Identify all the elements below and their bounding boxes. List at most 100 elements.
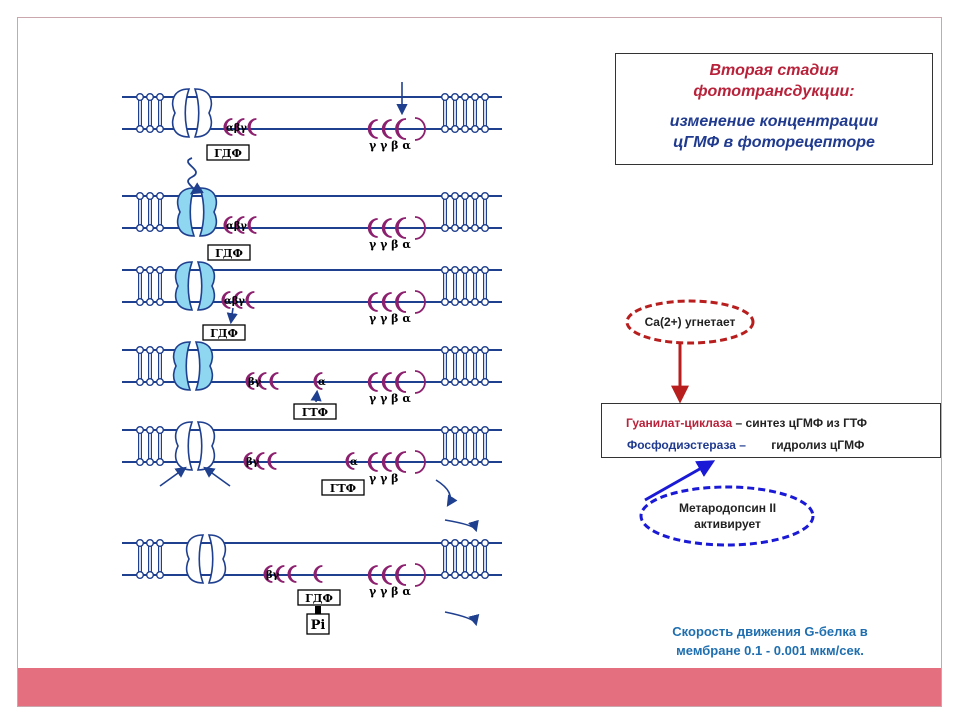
pde-subunit-label: γ γ β α — [369, 139, 411, 152]
nucleotide-label: ГДФ — [305, 592, 333, 605]
nucleotide-box — [321, 479, 365, 496]
subunit-shape — [367, 119, 378, 139]
subunit-shape — [275, 565, 285, 583]
subunit-shape — [395, 564, 407, 586]
subunit-shape — [395, 291, 407, 313]
pde-alpha-shape — [414, 563, 426, 587]
subunit-shape — [367, 372, 378, 392]
subunit-shape — [233, 291, 243, 309]
flow-arrow — [444, 611, 480, 627]
rhodopsin-left-half — [174, 421, 194, 471]
nucleotide-box — [202, 324, 246, 341]
speed-note: Скорость движения G-белка в мембране 0.1… — [620, 622, 920, 660]
rhodopsin-right-half — [196, 421, 216, 471]
subunit-shape — [367, 452, 378, 472]
g-protein-label: αβγ — [226, 123, 247, 134]
subunit-shape — [395, 371, 407, 393]
speed-line-2: мембране 0.1 - 0.001 мкм/сек. — [676, 643, 864, 658]
pde-subunit-label: γ γ β — [369, 472, 399, 485]
flow-arrow — [435, 479, 458, 507]
photon-arrow — [187, 157, 204, 195]
rhodopsin-left-half — [171, 88, 191, 138]
flow-arrow — [203, 466, 231, 487]
pde-subunit-label: γ γ β α — [369, 312, 411, 325]
g-protein-label: αβγ — [224, 296, 245, 307]
subunit-shape — [395, 217, 407, 239]
pde-name: Фосфодиэстераза – — [627, 438, 746, 452]
subunit-shape — [243, 452, 253, 470]
subunit-shape — [235, 216, 245, 234]
flow-arrow — [226, 307, 238, 325]
flow-arrow — [310, 389, 322, 403]
subtitle-line-1: изменение концентрации — [669, 113, 879, 130]
subunit-shape — [247, 216, 257, 234]
rhodopsin-left-half — [176, 187, 196, 237]
subunit-shape — [235, 118, 245, 136]
pi-link — [315, 606, 321, 614]
guanylate-row: Гуанилат-циклаза – синтез цГМФ из ГТФ — [626, 416, 867, 430]
rhodopsin-right-half — [198, 187, 218, 237]
pde-alpha-shape — [414, 450, 426, 474]
activator-label: Метародопсин II активирует — [645, 500, 810, 532]
activator-label-1: Метародопсин II — [678, 501, 777, 515]
pde-alpha-shape — [414, 370, 426, 394]
flow-arrow — [159, 466, 187, 487]
nucleotide-box — [207, 244, 251, 261]
speed-line-1: Скорость движения G-белка в — [672, 624, 868, 639]
nucleotide-box — [293, 403, 337, 420]
nucleotide-label: ГДФ — [214, 147, 242, 160]
subunit-shape — [245, 372, 255, 390]
nucleotide-box — [206, 144, 250, 161]
pde-alpha-shape — [414, 290, 426, 314]
inhibitor-label: Ca(2+) угнетает — [644, 315, 736, 329]
subunit-shape — [381, 565, 392, 585]
pde-alpha-shape — [414, 216, 426, 240]
g-protein-label: αβγ — [226, 221, 247, 232]
rhodopsin-left-half — [172, 341, 192, 391]
subunit-shape — [269, 372, 279, 390]
flow-arrow — [444, 519, 479, 533]
pde-desc: гидролиз цГМФ — [771, 438, 865, 452]
pi-label: Pi — [311, 618, 326, 633]
subunit-shape — [395, 118, 407, 140]
enzyme-box: Гуанилат-циклаза – синтез цГМФ из ГТФ Фо… — [601, 403, 941, 458]
subunit-shape — [221, 291, 231, 309]
subunit-shape — [247, 118, 257, 136]
subunit-shape — [245, 291, 255, 309]
subunit-shape — [381, 452, 392, 472]
alpha-label-bound: α — [350, 457, 358, 468]
guanylate-desc: – синтез цГМФ из ГТФ — [732, 416, 868, 430]
nucleotide-label: ГДФ — [215, 247, 243, 260]
guanylate-name: Гуанилат-циклаза — [626, 416, 733, 430]
nucleotide-box — [297, 589, 341, 606]
rhodopsin-right-half — [207, 534, 227, 584]
pde-subunit-label: γ γ β α — [369, 238, 411, 251]
pde-subunit-label: γ γ β α — [369, 585, 411, 598]
subunit-shape — [267, 452, 277, 470]
subunit-shape — [367, 292, 378, 312]
subunit-shape — [395, 451, 407, 473]
g-protein-label: βγ — [248, 377, 262, 388]
subunit-shape — [287, 565, 297, 583]
rhodopsin-right-half — [194, 341, 214, 391]
subunit-shape — [381, 119, 392, 139]
activator-oval — [639, 485, 815, 547]
subunit-shape — [257, 372, 267, 390]
title-line-1: Вторая стадия — [709, 62, 839, 79]
subunit-shape — [381, 372, 392, 392]
title-box: Вторая стадия фототрансдукции: изменение… — [615, 53, 933, 165]
rhodopsin-right-half — [196, 261, 216, 311]
rhodopsin-right-half — [193, 88, 213, 138]
subunit-shape — [263, 565, 273, 583]
subunit-shape — [223, 216, 233, 234]
activate-arrow — [644, 460, 716, 502]
subunit-shape — [313, 372, 323, 390]
subunit-shape — [313, 565, 323, 583]
alpha-label: α — [318, 377, 326, 388]
